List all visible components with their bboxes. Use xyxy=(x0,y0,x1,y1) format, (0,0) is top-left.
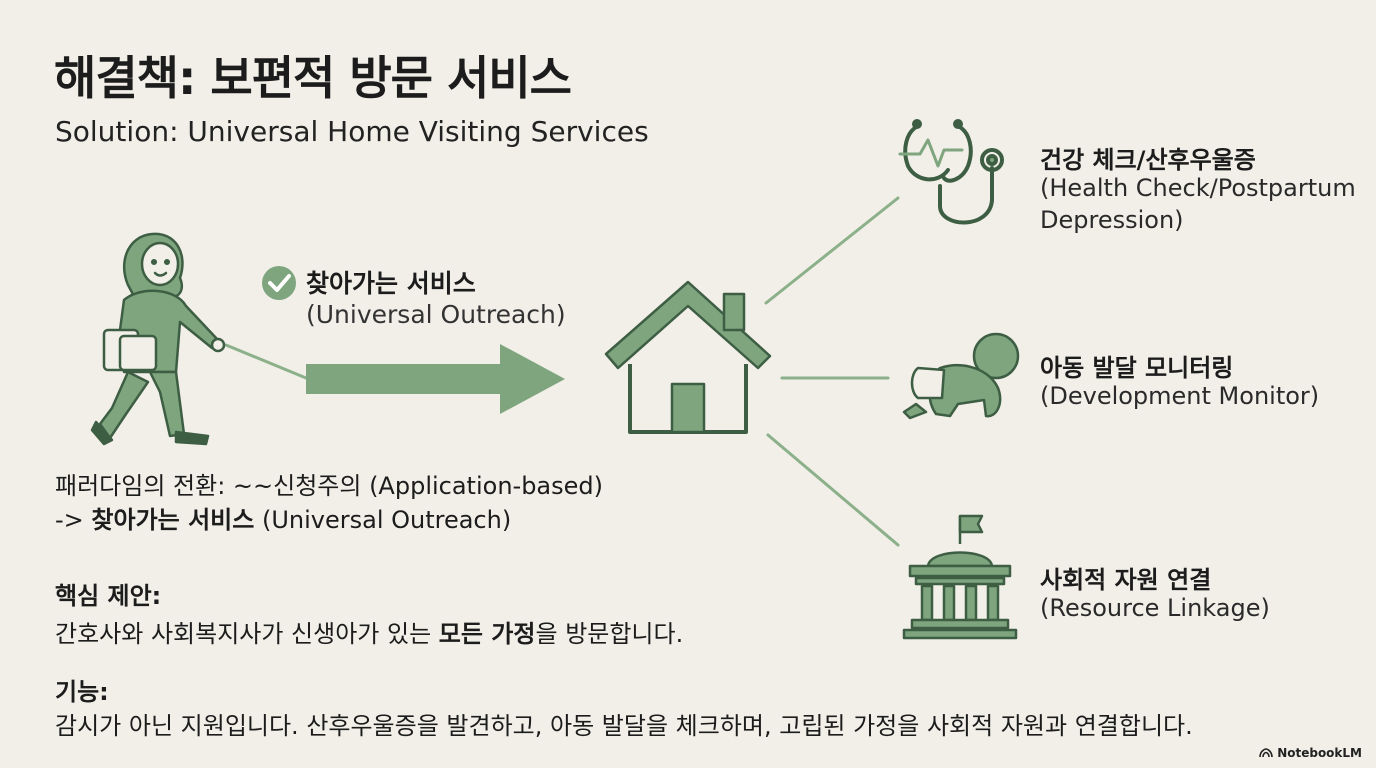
outcome-development-subtitle: (Development Monitor) xyxy=(1040,382,1320,410)
proposal-text-after: 을 방문합니다. xyxy=(535,620,684,648)
paradigm-emphasis: 찾아가는 서비스 xyxy=(91,506,255,534)
proposal-emphasis: 모든 가정 xyxy=(438,620,536,648)
outreach-arrow xyxy=(306,344,565,414)
crawling-baby-icon xyxy=(902,332,1020,420)
brand-watermark: NotebookLM xyxy=(1259,746,1362,760)
walker-leash-line xyxy=(224,343,308,380)
function-text: 감시가 아닌 지원입니다. 산후우울증을 발견하고, 아동 발달을 체크하며, … xyxy=(55,712,1193,740)
outcome-development-title: 아동 발달 모니터링 xyxy=(1040,354,1234,382)
connector-resource xyxy=(766,433,900,547)
house-icon xyxy=(604,280,772,434)
outcome-resource-subtitle: (Resource Linkage) xyxy=(1040,594,1270,622)
outreach-label-ko: 찾아가는 서비스 xyxy=(306,269,476,298)
function-heading: 기능: xyxy=(55,678,109,706)
outcome-resource-title: 사회적 자원 연결 xyxy=(1040,566,1212,594)
outcome-health-subtitle: (Health Check/Postpartum Depression) xyxy=(1040,174,1356,234)
notebooklm-logo-icon xyxy=(1259,748,1273,758)
paradigm-arrow-text: -> xyxy=(55,506,92,534)
stethoscope-icon xyxy=(898,119,1004,225)
page-subtitle: Solution: Universal Home Visiting Servic… xyxy=(55,115,649,148)
check-badge-icon xyxy=(262,266,296,300)
outreach-label-en: (Universal Outreach) xyxy=(306,300,566,329)
connector-health xyxy=(764,196,900,305)
connector-lines xyxy=(224,196,900,547)
page-title: 해결책: 보편적 방문 서비스 xyxy=(54,51,572,105)
paradigm-line-2: -> 찾아가는 서비스 (Universal Outreach) xyxy=(55,500,511,535)
outcome-health-title: 건강 체크/산후우울증 xyxy=(1040,146,1256,174)
paradigm-line-1: 패러다임의 전환: ~~신청주의 (Application-based) xyxy=(55,472,604,500)
proposal-text: 간호사와 사회복지사가 신생아가 있는 모든 가정을 방문합니다. xyxy=(55,614,683,649)
home-visitor-icon xyxy=(90,232,226,446)
proposal-text-before: 간호사와 사회복지사가 신생아가 있는 xyxy=(55,620,439,648)
proposal-heading: 핵심 제안: xyxy=(55,582,162,610)
brand-name: NotebookLM xyxy=(1277,746,1362,760)
institution-icon xyxy=(902,514,1018,640)
paradigm-suffix: (Universal Outreach) xyxy=(254,506,512,534)
